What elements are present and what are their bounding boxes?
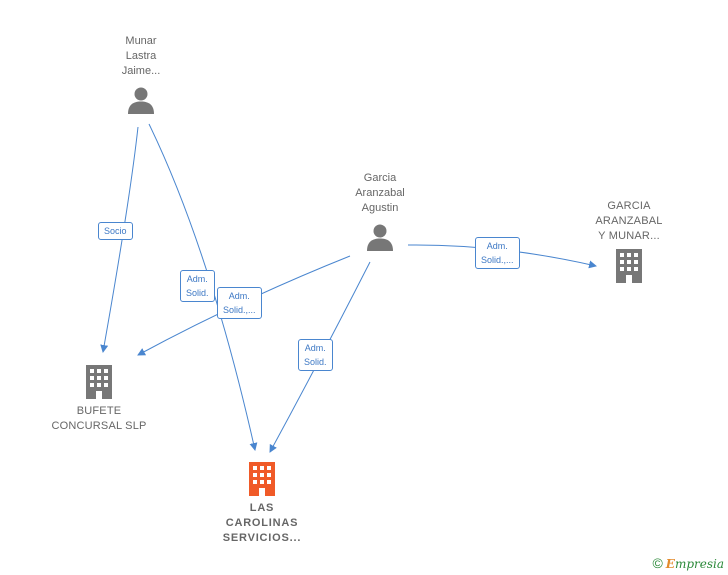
person-icon bbox=[367, 224, 393, 251]
person-node-munar[interactable]: Munar Lastra Jaime... bbox=[100, 34, 182, 115]
edge-label-adm-solid-garcia-carolinas[interactable]: Adm. Solid. bbox=[298, 339, 333, 371]
building-icon bbox=[86, 365, 112, 399]
company-label-garcia-aranzabal[interactable]: GARCIA ARANZABAL Y MUNAR... bbox=[595, 200, 663, 242]
building-icon-highlighted bbox=[249, 462, 275, 496]
person-label-garcia[interactable]: Garcia Aranzabal Agustin bbox=[355, 172, 405, 214]
company-label-bufete[interactable]: BUFETE CONCURSAL SLP bbox=[51, 405, 147, 432]
empresia-watermark: ©Empresia bbox=[652, 555, 724, 571]
edge-label-adm-solid-garcia-company[interactable]: Adm. Solid.,... bbox=[475, 237, 520, 269]
person-label-munar[interactable]: Munar Lastra Jaime... bbox=[121, 35, 161, 77]
company-label-las-carolinas[interactable]: LAS CAROLINAS SERVICIOS... bbox=[222, 502, 302, 544]
person-node-garcia[interactable]: Garcia Aranzabal Agustin bbox=[339, 171, 421, 252]
edge-label-socio[interactable]: Socio bbox=[98, 222, 133, 240]
company-node-garcia-aranzabal[interactable]: GARCIA ARANZABAL Y MUNAR... bbox=[584, 199, 674, 284]
edge-munar-lascarolinas bbox=[148, 123, 258, 451]
copyright-symbol: © bbox=[652, 555, 663, 571]
empresia-logo: Empresia bbox=[665, 557, 724, 571]
company-node-las-carolinas[interactable]: LAS CAROLINAS SERVICIOS... bbox=[212, 461, 312, 546]
person-icon bbox=[128, 87, 154, 114]
edge-label-adm-solid-garcia-bufete[interactable]: Adm. Solid.,... bbox=[217, 287, 262, 319]
company-node-bufete[interactable]: BUFETE CONCURSAL SLP bbox=[44, 364, 154, 434]
building-icon bbox=[616, 249, 642, 283]
edge-munar-bufete bbox=[100, 126, 139, 353]
edge-label-adm-solid-munar[interactable]: Adm. Solid. bbox=[180, 270, 215, 302]
